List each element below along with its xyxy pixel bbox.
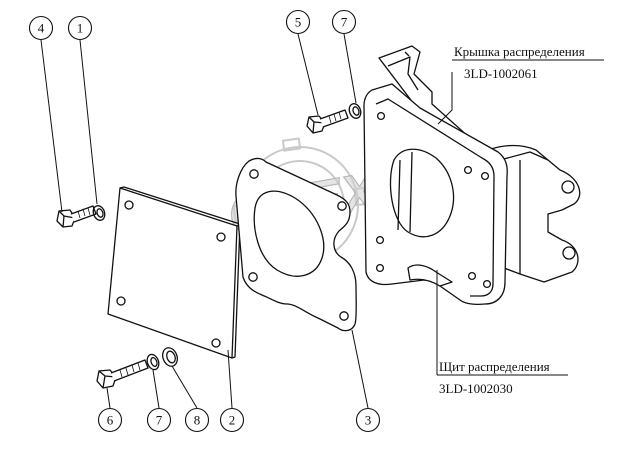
cover-code-label: 3LD-1002061 [464, 66, 538, 81]
callout-7-bottom-number: 7 [156, 413, 163, 428]
callout-7-top: 7 [331, 9, 357, 35]
callout-1: 1 [67, 15, 93, 41]
callout-2: 2 [219, 407, 245, 433]
leader-7-top [343, 33, 357, 104]
leader-cover [437, 72, 453, 125]
part-labels: Крышка распределения 3LD-1002061 Щит рас… [439, 44, 585, 396]
bolt-part-5 [306, 109, 349, 134]
callout-8: 8 [184, 407, 210, 433]
callout-3: 3 [355, 407, 381, 433]
callout-7-top-number: 7 [341, 15, 348, 30]
callout-3-number: 3 [365, 413, 372, 428]
leader-3 [351, 329, 369, 409]
callout-6: 6 [97, 407, 123, 433]
callout-7-bottom: 7 [146, 407, 172, 433]
callout-4-number: 4 [38, 21, 45, 36]
leader-7-bottom [152, 369, 160, 409]
washer-part-1 [92, 205, 106, 221]
bolt-part-6 [96, 359, 149, 389]
callout-5-number: 5 [295, 15, 302, 30]
callouts: 4 1 5 7 6 7 8 2 [28, 9, 381, 433]
leader-6 [106, 387, 111, 409]
washer-part-7-top [348, 103, 362, 119]
callout-1-number: 1 [77, 21, 84, 36]
callout-5: 5 [285, 9, 311, 35]
callout-8-number: 8 [194, 413, 201, 428]
leader-lines [40, 33, 604, 409]
shield-code-label: 3LD-1002030 [439, 381, 513, 396]
washer-part-7-bottom [146, 353, 160, 371]
cover-plate-part-2 [107, 186, 241, 359]
cover-name-label: Крышка распределения [454, 44, 585, 59]
washer-part-8 [162, 347, 178, 367]
bolt-part-4 [56, 205, 97, 228]
leader-5 [297, 33, 319, 116]
leader-1 [79, 39, 98, 205]
callout-4: 4 [28, 15, 54, 41]
callout-6-number: 6 [107, 413, 114, 428]
leader-8 [171, 365, 198, 409]
timing-housing [363, 45, 581, 306]
gasket-part-3 [235, 157, 357, 332]
leader-4 [40, 39, 63, 213]
shield-name-label: Щит распределения [439, 359, 550, 374]
callout-2-number: 2 [229, 413, 236, 428]
leader-2 [227, 349, 233, 409]
